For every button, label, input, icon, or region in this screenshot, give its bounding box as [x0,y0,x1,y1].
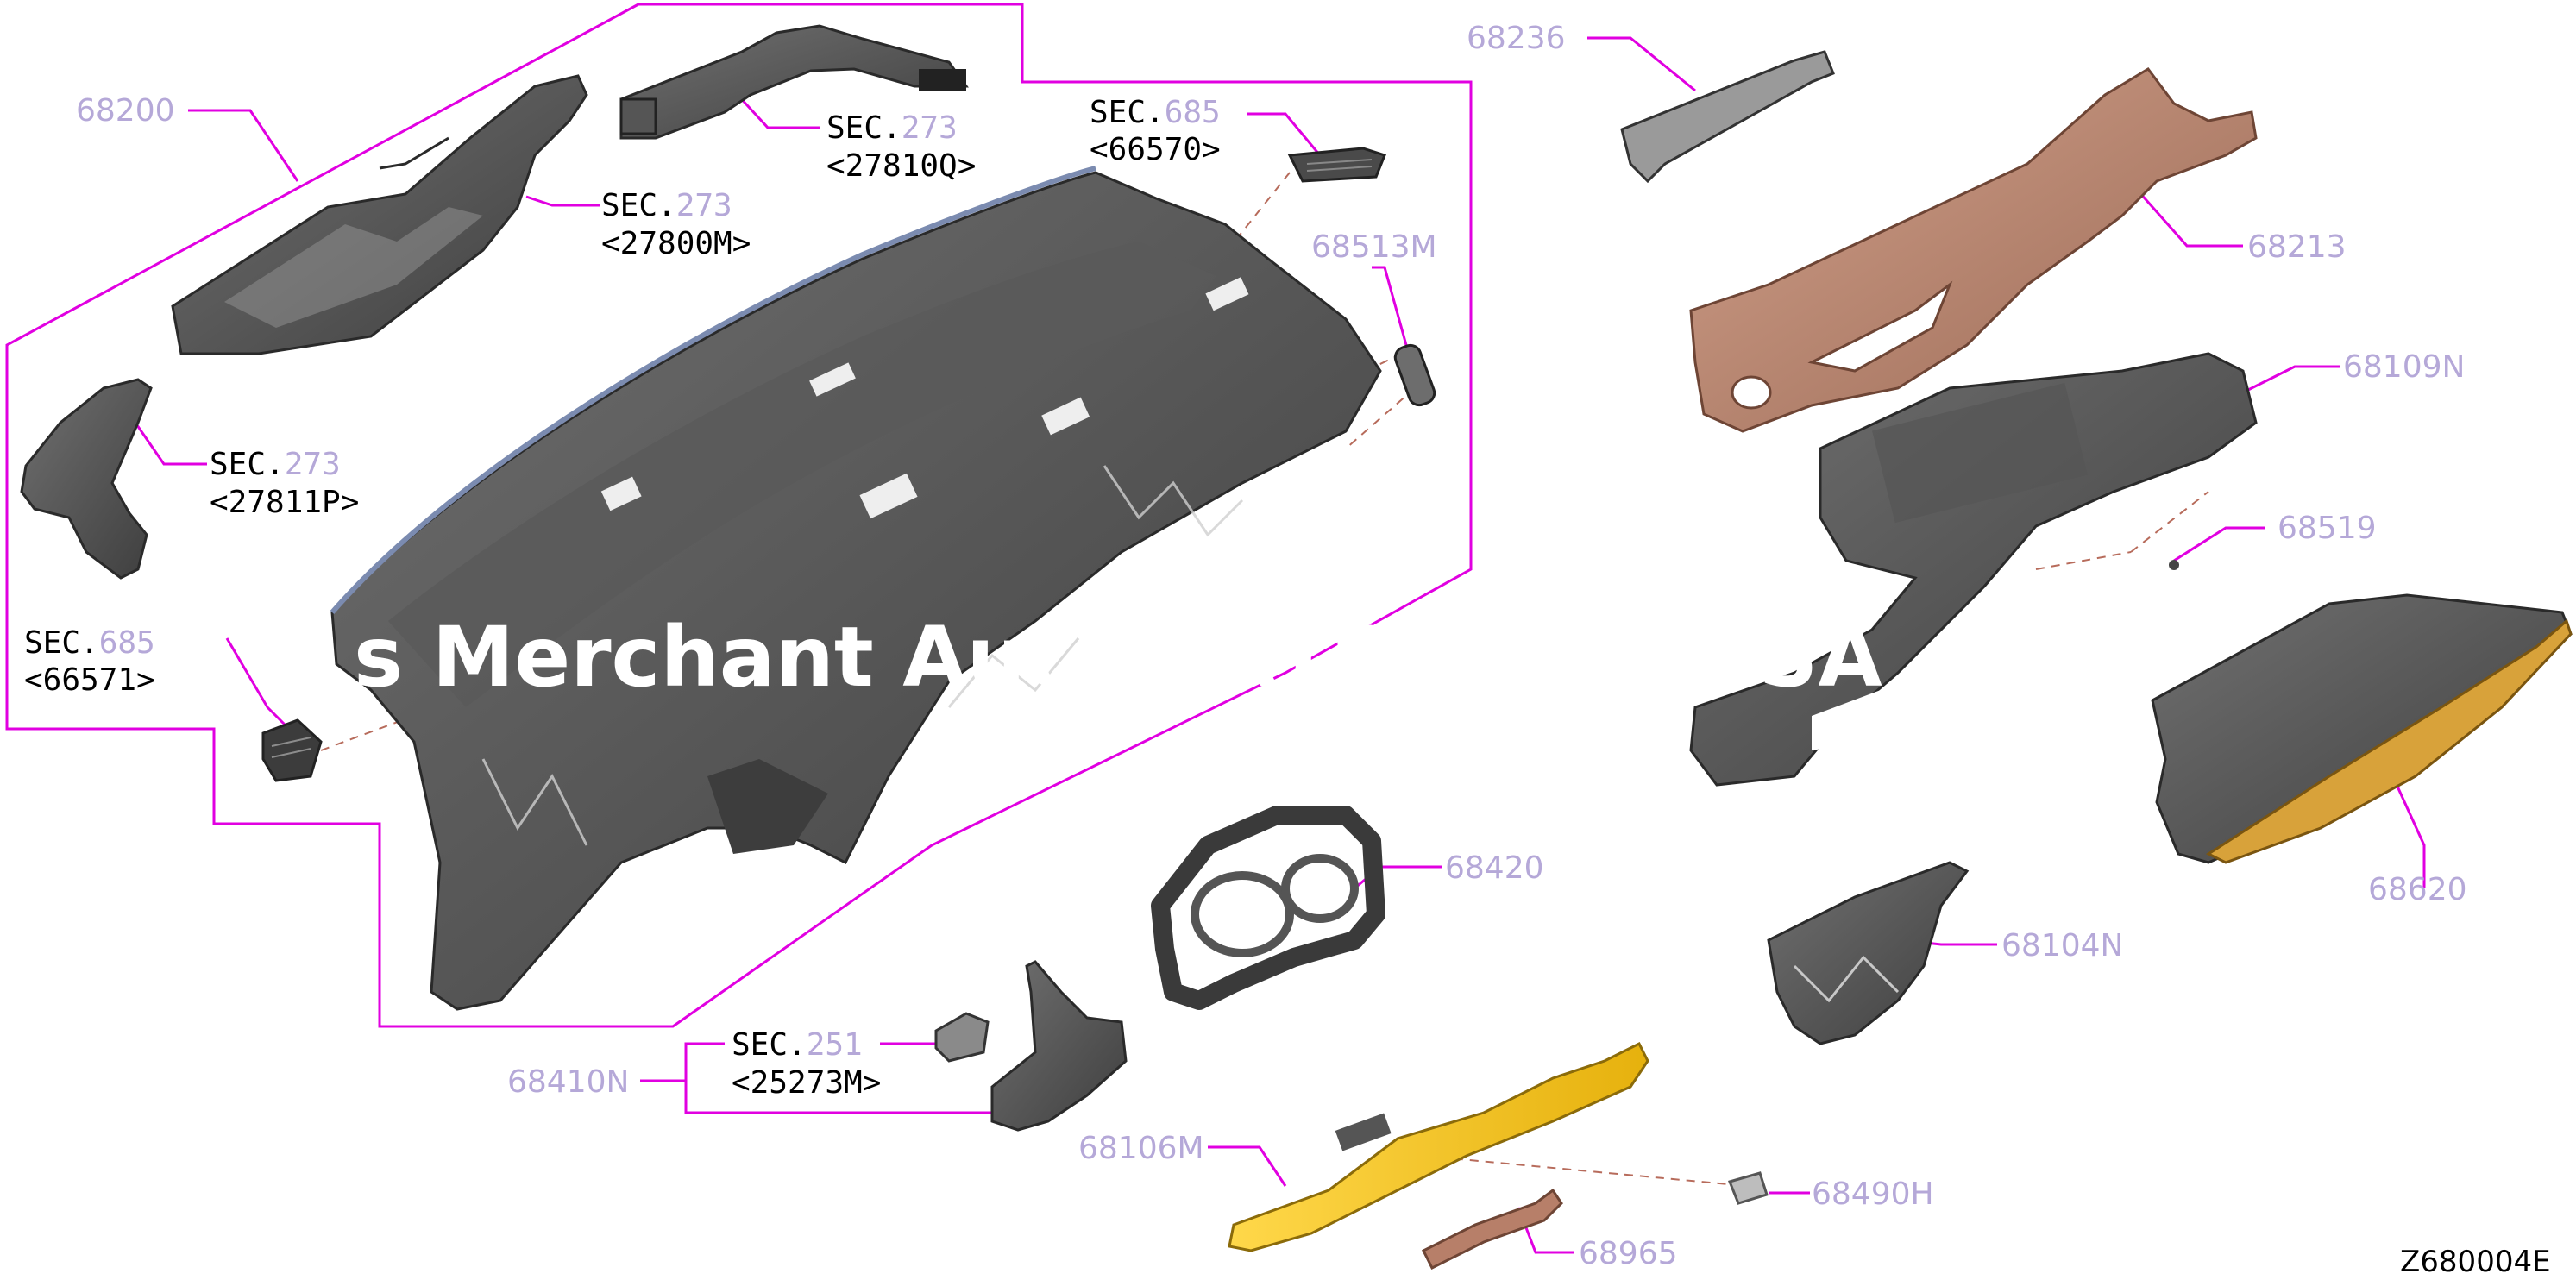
leader-27811P [128,413,207,466]
label-68620: 68620 [2368,872,2467,907]
label-68213: 68213 [2247,229,2347,265]
part-27811P-side-duct [20,378,153,580]
sec-callout-27800M: SEC.273 [601,188,732,223]
label-68200: 68200 [76,93,175,129]
leader-66570 [1247,112,1322,156]
ref-27811P: <27811P> [210,485,359,520]
label-68965: 68965 [1579,1236,1678,1271]
diagram-id: Z680004E [2400,1245,2551,1279]
leader-68106M [1208,1145,1287,1187]
leader-27810Q [736,93,820,129]
label-68420: 68420 [1445,850,1544,886]
label-68236: 68236 [1467,21,1566,56]
part-68490H-block [1727,1171,1769,1205]
part-25273M-switch [934,1012,990,1063]
part-dashboard-main-panel [330,166,1382,1011]
part-68109N-lower-panel [1689,352,2258,787]
label-68490H: 68490H [1812,1176,1934,1212]
part-68620-glove-box [2151,593,2573,864]
label-68513M: 68513M [1311,229,1437,265]
part-68213-brown-trim [1689,67,2258,433]
ref-27810Q: <27810Q> [826,148,976,184]
leader-68519 [2173,526,2265,562]
leader-68200 [188,109,299,182]
sec-callout-25273M: SEC.251 [732,1027,863,1063]
leader-27800M [525,195,600,207]
part-68104N-bracket [1767,861,1970,1045]
ref-25273M: <25273M> [732,1065,881,1101]
watermark-text: s Merchant Auto ARTS STORE.SA [354,609,1882,706]
label-68519: 68519 [2278,511,2377,546]
ref-27800M: <27800M> [601,226,751,261]
sec-callout-27811P: SEC.273 [210,447,341,482]
leader-68236 [1587,36,1696,92]
part-68200-upper-duct [171,74,588,355]
part-66570-vent [1287,147,1386,183]
part-66571-side-vent [261,718,323,782]
part-27810Q-top-duct [619,24,969,140]
part-68420-meter-hood [1151,806,1385,1010]
part-68513M-cylinder [1393,343,1436,407]
sec-callout-66571: SEC.685 [24,625,155,661]
leader-68109N [2242,365,2340,394]
part-68519-clip [2169,560,2179,570]
part-68106M-yellow-trim [1228,1041,1649,1252]
part-68236-bracket [1620,50,1835,184]
part-68965-small-trim [1421,1188,1563,1271]
label-68106M: 68106M [1078,1131,1204,1166]
label-68109N: 68109N [2343,349,2465,385]
sec-callout-27810Q: SEC.273 [826,110,958,146]
leader-68410N-top [684,1042,725,1081]
leader-68513M [1372,266,1408,346]
leader-66571 [225,637,286,726]
ref-66571: <66571> [24,662,155,698]
sec-callout-66570: SEC.685 [1090,95,1221,130]
label-68410N: 68410N [507,1064,629,1100]
label-68104N: 68104N [2001,928,2123,963]
ref-66570: <66570> [1090,132,1221,167]
assembly-boundary-line [5,3,1473,1028]
part-68410N-side-panel [990,960,1128,1132]
